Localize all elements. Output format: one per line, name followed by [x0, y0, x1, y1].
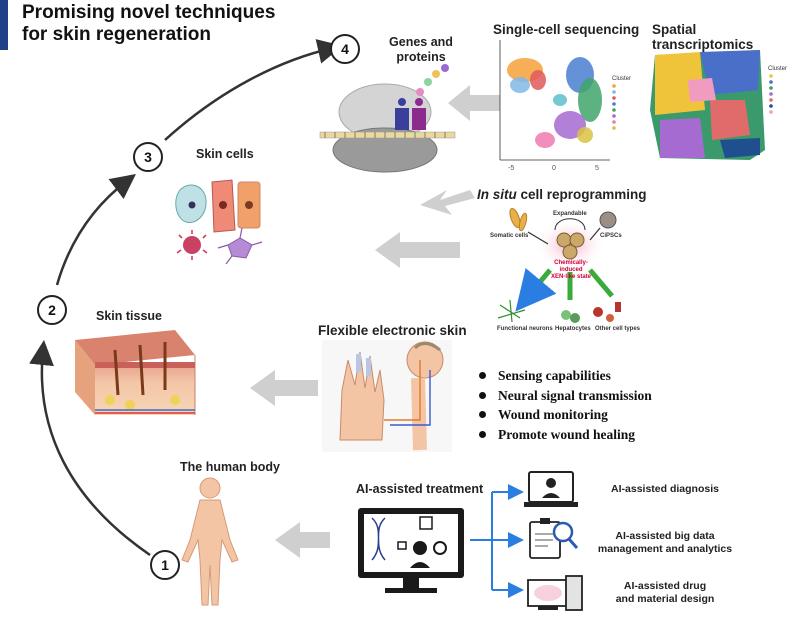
- skin-tissue-illustration: [75, 330, 196, 415]
- label-skin-tissue: Skin tissue: [96, 309, 162, 323]
- label-xen-state: Chemically-induced XEN-like state: [545, 260, 597, 281]
- bullet-item: Neural signal transmission: [476, 386, 652, 406]
- skin-cells-illustration: [175, 179, 263, 265]
- umap-legend-title: Cluster: [612, 76, 631, 82]
- hand-illustration: [322, 340, 452, 452]
- bullet-item: Sensing capabilities: [476, 366, 652, 386]
- label-skin-cells: Skin cells: [196, 147, 254, 161]
- step-4-badge: 4: [330, 34, 360, 64]
- heading-reprogramming-rest: cell reprogramming: [516, 187, 647, 202]
- electronic-skin-bullet-list: Sensing capabilities Neural signal trans…: [476, 366, 652, 444]
- expandable-loop: [554, 218, 586, 231]
- ai-drug-line1: AI-assisted drug: [623, 580, 707, 592]
- ai-big-data-line1: AI-assisted big data: [615, 530, 715, 542]
- label-functional-neurons: Functional neurons: [497, 326, 553, 332]
- umap-tick-x3: 5: [595, 165, 599, 172]
- diagnosis-laptop-icon: [524, 471, 578, 507]
- ai-diagnosis-line1: AI-assisted diagnosis: [611, 483, 719, 495]
- reprogramming-diagram: [497, 208, 621, 323]
- title-line-2: for skin regeneration: [22, 24, 211, 45]
- ai-icons: [524, 471, 583, 611]
- spatial-map: Cluster: [650, 50, 787, 160]
- step-1-badge: 1: [150, 550, 180, 580]
- cycle-path: [29, 39, 343, 557]
- label-xen-line2: XEN-like state: [550, 274, 592, 280]
- bullet-item: Promote wound healing: [476, 425, 652, 445]
- label-genes-proteins: Genes and proteins: [385, 35, 457, 65]
- ai-big-data-label: AI-assisted big data management and anal…: [580, 530, 750, 556]
- label-xen-line1: Chemically-induced: [554, 260, 588, 273]
- page-title: Promising novel techniques for skin rege…: [22, 2, 322, 46]
- umap-plot: -5 0 5 Cluster: [499, 40, 631, 172]
- label-somatic-cells: Somatic cells: [490, 233, 529, 239]
- label-human-body: The human body: [180, 460, 280, 474]
- heading-ai-treatment: AI-assisted treatment: [356, 482, 484, 496]
- heading-spatial: Spatial transcriptomics: [652, 22, 754, 52]
- arrow-reprogramming-to-genes: [420, 190, 475, 215]
- arrow-3-to-4: [164, 39, 343, 141]
- ai-drug-design-label: AI-assisted drug and material design: [590, 580, 740, 606]
- label-expandable: Expandable: [553, 211, 587, 217]
- title-line-1: Promising novel techniques: [22, 2, 276, 23]
- ai-branch-arrows: [470, 484, 524, 598]
- arrow-sequencing-to-genes: [448, 85, 500, 121]
- label-genes-line2: proteins: [396, 50, 446, 64]
- label-cipscs: CiPSCs: [600, 233, 622, 239]
- human-body-illustration: [181, 477, 239, 606]
- label-genes-line1: Genes and: [389, 35, 453, 49]
- label-other-cell-types: Other cell types: [595, 326, 641, 332]
- ai-big-data-line2: management and analytics: [597, 543, 733, 555]
- bullet-item: Wound monitoring: [476, 405, 652, 425]
- step-2-badge: 2: [37, 295, 67, 325]
- heading-single-cell: Single-cell sequencing: [493, 22, 640, 37]
- step-3-badge: 3: [133, 142, 163, 172]
- heading-reprogramming-italic: In situ: [477, 187, 517, 202]
- spatial-legend-title: Cluster: [768, 66, 787, 72]
- ribosome-illustration: [319, 64, 456, 173]
- heading-electronic-skin: Flexible electronic skin: [318, 323, 467, 338]
- ai-diagnosis-label: AI-assisted diagnosis: [590, 483, 740, 496]
- computer-tower-icon: [527, 575, 583, 611]
- spatial-legend: Cluster: [768, 66, 787, 114]
- ai-drug-line2: and material design: [615, 593, 715, 605]
- arrow-eskin-to-tissue: [250, 370, 318, 406]
- heading-reprogramming: In situ cell reprogramming: [477, 187, 647, 202]
- umap-tick-x1: -5: [508, 165, 514, 172]
- arrow-2-to-3: [55, 173, 136, 286]
- umap-tick-x2: 0: [552, 165, 556, 172]
- umap-legend: Cluster: [612, 76, 631, 130]
- title-accent-bar: [0, 0, 8, 50]
- arrow-reprogramming-to-cells: [375, 232, 460, 268]
- arrow-ai-to-body: [275, 522, 330, 558]
- arrow-1-to-2: [29, 340, 151, 557]
- gray-arrows: [250, 85, 500, 558]
- clipboard-magnifier-icon: [529, 518, 579, 559]
- label-hepatocytes: Hepatocytes: [555, 326, 591, 332]
- monitor-illustration: [358, 508, 464, 593]
